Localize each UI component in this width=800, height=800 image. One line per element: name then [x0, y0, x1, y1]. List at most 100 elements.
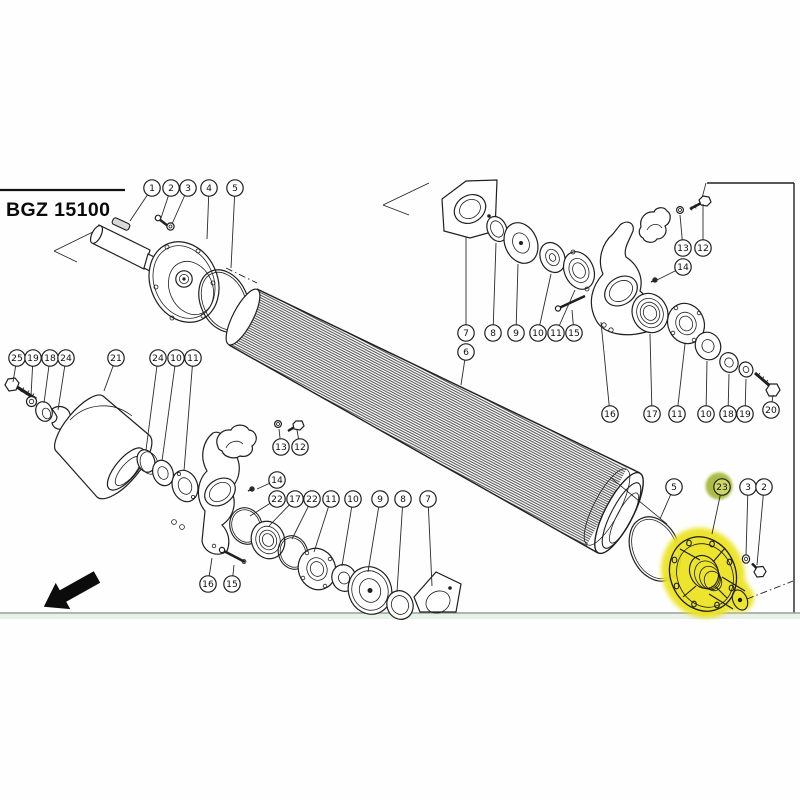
callout-10[interactable]: 10 [341, 490, 362, 567]
callout-15[interactable]: 15 [223, 564, 241, 593]
callout-20[interactable]: 20 [762, 394, 780, 419]
callout-25[interactable]: 25 [8, 349, 26, 383]
callout-19[interactable]: 19 [736, 378, 754, 423]
bearing [539, 241, 566, 274]
upper-bearing-set [382, 179, 596, 312]
callout-number: 13 [677, 243, 689, 254]
callout-number: 8 [400, 494, 406, 505]
callout-19[interactable]: 19 [24, 349, 42, 397]
callout-number: 5 [232, 183, 238, 194]
callout-21[interactable]: 21 [103, 349, 125, 392]
callout-16[interactable]: 16 [199, 557, 217, 593]
bearing-plate [413, 571, 462, 614]
callout-10[interactable]: 10 [529, 273, 552, 342]
callout-18[interactable]: 18 [41, 349, 59, 404]
callout-number: 13 [275, 442, 287, 453]
callout-2[interactable]: 2 [755, 478, 773, 566]
housing-ring [171, 469, 199, 503]
callout-number: 9 [377, 494, 383, 505]
bolt [287, 420, 305, 433]
bolt [689, 195, 712, 211]
callout-14[interactable]: 14 [656, 258, 692, 281]
callout-12[interactable]: 12 [291, 429, 309, 456]
callout-number: 19 [739, 409, 751, 420]
bearing-flange [148, 241, 220, 323]
callout-6[interactable]: 6 [457, 343, 475, 386]
washer [741, 554, 751, 564]
callout-11[interactable]: 11 [547, 289, 576, 342]
left-arm-assembly [197, 420, 462, 620]
bearing [250, 520, 286, 560]
callout-number: 3 [185, 183, 191, 194]
callout-11[interactable]: 11 [183, 349, 202, 472]
callout-7[interactable]: 7 [457, 237, 475, 342]
bottom-right-assembly [609, 476, 794, 619]
washer [25, 395, 38, 408]
callout-number: 22 [306, 494, 318, 505]
callout-number: 1 [149, 183, 155, 194]
callout-9[interactable]: 9 [367, 490, 389, 573]
callout-8[interactable]: 8 [394, 490, 412, 593]
callout-number: 18 [44, 353, 56, 364]
callout-number: 3 [745, 482, 751, 493]
callout-11[interactable]: 11 [668, 343, 686, 423]
callout-number: 15 [226, 579, 238, 590]
callout-9[interactable]: 9 [507, 263, 525, 342]
callout-number: 6 [463, 347, 469, 358]
callout-8[interactable]: 8 [484, 242, 502, 342]
callout-16[interactable]: 16 [600, 321, 619, 423]
bolt [751, 562, 767, 578]
callout-23[interactable]: 23 [705, 472, 733, 535]
callout-number: 22 [271, 494, 283, 505]
washer [274, 420, 283, 429]
shaft-end-face [89, 225, 104, 244]
callout-17[interactable]: 17 [268, 490, 304, 527]
callout-number: 5 [671, 482, 677, 493]
callout-number: 19 [27, 353, 39, 364]
callout-5[interactable]: 5 [659, 478, 683, 520]
callout-number: 14 [677, 262, 689, 273]
callout-number: 16 [604, 409, 616, 420]
callout-18[interactable]: 18 [719, 373, 737, 423]
callout-number: 11 [550, 328, 562, 339]
callout-number: 7 [463, 328, 469, 339]
callout-1[interactable]: 1 [129, 179, 161, 222]
callout-22[interactable]: 22 [249, 490, 286, 517]
callout-2[interactable]: 2 [160, 179, 180, 219]
callout-10[interactable]: 10 [161, 349, 185, 462]
callout-14[interactable]: 14 [256, 471, 286, 490]
lock-washer [738, 361, 754, 378]
callout-number: 7 [425, 494, 431, 505]
callout-number: 16 [202, 579, 214, 590]
callout-number: 2 [168, 183, 174, 194]
direction-arrow [43, 571, 101, 610]
callout-17[interactable]: 17 [643, 333, 661, 423]
rubber-drum [54, 394, 153, 500]
callout-7[interactable]: 7 [419, 490, 437, 587]
disc [347, 566, 393, 615]
callout-12[interactable]: 12 [694, 204, 712, 257]
callout-24[interactable]: 24 [145, 349, 167, 451]
callout-number: 18 [722, 409, 734, 420]
callout-4[interactable]: 4 [200, 179, 218, 240]
callout-10[interactable]: 10 [697, 360, 715, 423]
callout-number: 10 [170, 353, 182, 364]
callout-number: 12 [697, 243, 709, 254]
callout-number: 9 [513, 328, 519, 339]
callout-22[interactable]: 22 [291, 490, 321, 540]
callout-number: 25 [11, 353, 23, 364]
callout-11[interactable]: 11 [313, 490, 340, 553]
callout-3[interactable]: 3 [739, 478, 757, 556]
pin-bolt [558, 294, 586, 310]
callout-number: 11 [671, 409, 683, 420]
callout-number: 15 [568, 328, 580, 339]
callout-15[interactable]: 15 [565, 309, 583, 342]
callout-13[interactable]: 13 [272, 428, 290, 456]
callout-24[interactable]: 24 [57, 349, 75, 411]
callout-5[interactable]: 5 [226, 179, 244, 269]
key [111, 217, 131, 231]
callout-3[interactable]: 3 [171, 179, 197, 225]
callout-13[interactable]: 13 [674, 214, 692, 257]
